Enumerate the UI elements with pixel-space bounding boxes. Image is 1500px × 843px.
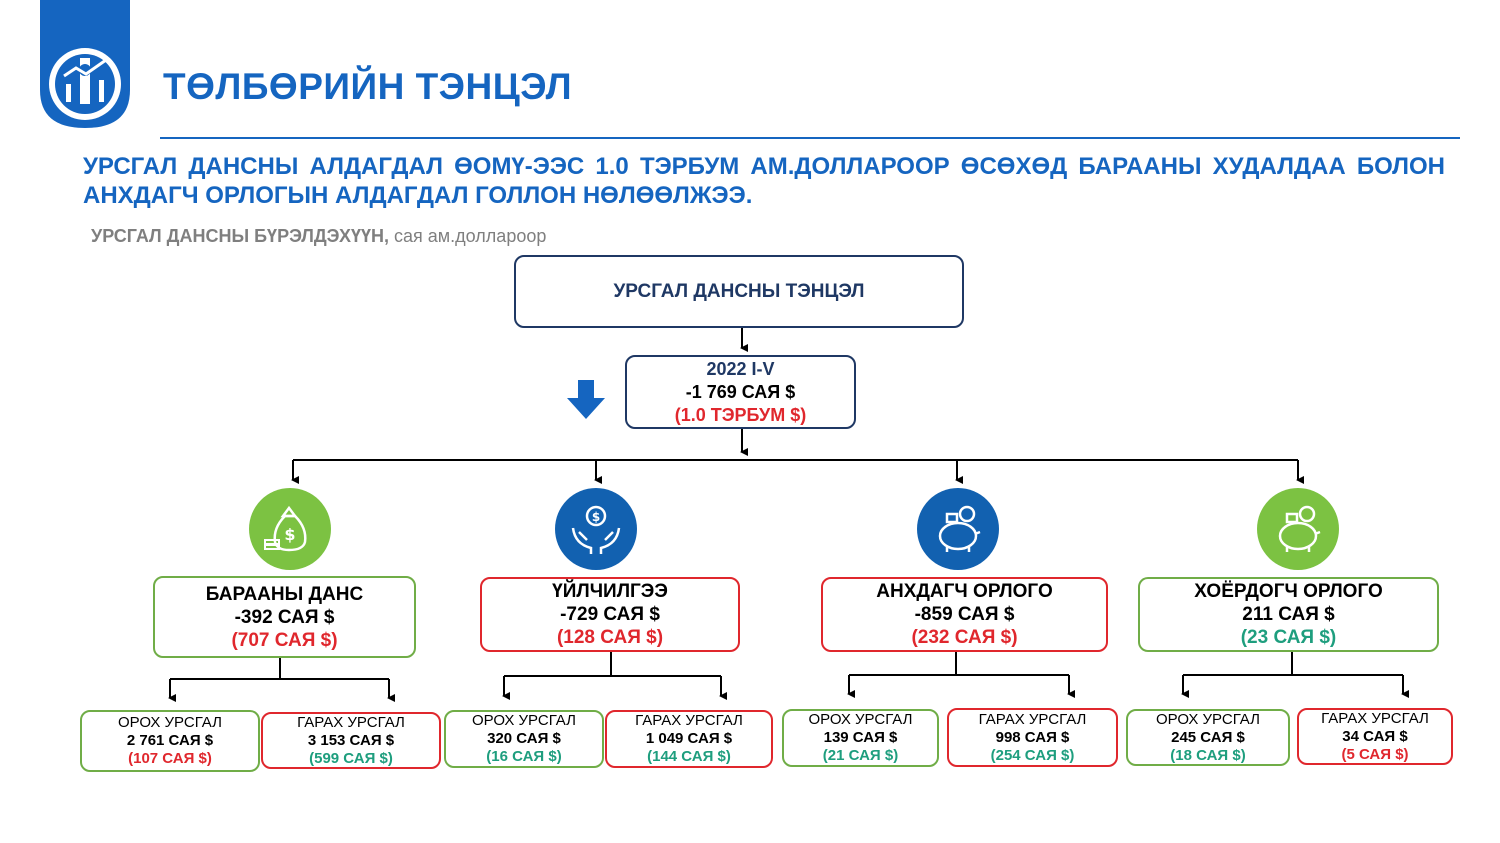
- root-label: УРСГАЛ ДАНСНЫ ТЭНЦЭЛ: [613, 280, 865, 302]
- flow-change: (599 САЯ $): [309, 749, 393, 767]
- total-period: 2022 I-V: [706, 358, 775, 379]
- flow-change: (254 САЯ $): [990, 746, 1075, 764]
- services-outflow-box: ГАРАХ УРСГАЛ 1 049 САЯ $ (144 САЯ $): [605, 710, 773, 768]
- category-primary-income-box: АНХДАГЧ ОРЛОГО -859 САЯ $ (232 САЯ $): [821, 577, 1108, 652]
- flow-change: (107 САЯ $): [128, 750, 212, 767]
- flow-change: (5 САЯ $): [1341, 745, 1409, 763]
- category-name: БАРААНЫ ДАНС: [205, 583, 364, 605]
- down-arrow-icon: [565, 380, 607, 425]
- category-services-box: ҮЙЛЧИЛГЭЭ -729 САЯ $ (128 САЯ $): [480, 577, 740, 652]
- flow-label: ГАРАХ УРСГАЛ: [978, 710, 1087, 728]
- category-goods-box: БАРААНЫ ДАНС -392 САЯ $ (707 САЯ $): [153, 576, 416, 658]
- flow-label: ОРОХ УРСГАЛ: [117, 714, 222, 731]
- flow-value: 1 049 САЯ $: [645, 730, 733, 747]
- svg-text:$: $: [592, 510, 600, 524]
- flow-label: ОРОХ УРСГАЛ: [1155, 710, 1260, 728]
- flow-label: ГАРАХ УРСГАЛ: [297, 713, 405, 731]
- category-change: (707 САЯ $): [231, 629, 338, 651]
- title-divider: [160, 137, 1460, 139]
- goods-inflow-box: ОРОХ УРСГАЛ 2 761 САЯ $ (107 САЯ $): [80, 710, 260, 772]
- diagram-subtitle: УРСГАЛ ДАНСНЫ БҮРЭЛДЭХҮҮН, сая ам.доллар…: [91, 226, 546, 247]
- flow-label: ГАРАХ УРСГАЛ: [1321, 709, 1429, 727]
- secondary-income-inflow-box: ОРОХ УРСГАЛ 245 САЯ $ (18 САЯ $): [1126, 709, 1290, 766]
- flow-change: (21 САЯ $): [822, 747, 899, 764]
- flow-value: 2 761 САЯ $: [126, 732, 214, 749]
- svg-text:$: $: [284, 525, 295, 544]
- piggy-bank-icon: [917, 488, 999, 570]
- flow-label: ОРОХ УРСГАЛ: [471, 712, 576, 729]
- piggy-bank-icon: [1257, 488, 1339, 570]
- category-change: (232 САЯ $): [911, 627, 1018, 648]
- soyombo-logo: [40, 0, 130, 128]
- flow-value: 3 153 САЯ $: [307, 731, 395, 749]
- headline: УРСГАЛ ДАНСНЫ АЛДАГДАЛ ӨОМҮ-ЭЭС 1.0 ТЭРБ…: [83, 153, 1445, 209]
- subtitle-bold: УРСГАЛ ДАНСНЫ БҮРЭЛДЭХҮҮН,: [91, 226, 390, 246]
- flow-label: ГАРАХ УРСГАЛ: [635, 712, 743, 729]
- services-inflow-box: ОРОХ УРСГАЛ 320 САЯ $ (16 САЯ $): [444, 710, 604, 768]
- category-change: (128 САЯ $): [556, 627, 664, 648]
- current-account-balance-box: УРСГАЛ ДАНСНЫ ТЭНЦЭЛ: [514, 255, 964, 328]
- category-value: 211 САЯ $: [1242, 604, 1335, 625]
- hands-coin-icon: $: [555, 488, 637, 570]
- subtitle-unit: сая ам.доллароор: [389, 226, 547, 246]
- category-value: -392 САЯ $: [234, 606, 335, 628]
- flow-change: (18 САЯ $): [1170, 746, 1246, 764]
- flow-change: (16 САЯ $): [486, 748, 562, 765]
- primary-income-outflow-box: ГАРАХ УРСГАЛ 998 САЯ $ (254 САЯ $): [947, 708, 1118, 767]
- total-change: (1.0 ТЭРБУМ $): [674, 404, 807, 425]
- flow-value: 245 САЯ $: [1171, 728, 1245, 746]
- flow-change: (144 САЯ $): [647, 748, 731, 765]
- secondary-income-outflow-box: ГАРАХ УРСГАЛ 34 САЯ $ (5 САЯ $): [1297, 708, 1453, 765]
- flow-value: 998 САЯ $: [995, 728, 1070, 746]
- flow-value: 320 САЯ $: [487, 730, 561, 747]
- category-name: ҮЙЛЧИЛГЭЭ: [552, 581, 668, 602]
- page-title: ТӨЛБӨРИЙН ТЭНЦЭЛ: [163, 66, 573, 107]
- money-bag-icon: $: [249, 488, 331, 570]
- goods-outflow-box: ГАРАХ УРСГАЛ 3 153 САЯ $ (599 САЯ $): [261, 712, 441, 769]
- category-value: -729 САЯ $: [560, 604, 660, 625]
- category-change: (23 САЯ $): [1240, 627, 1337, 648]
- category-value: -859 САЯ $: [914, 604, 1015, 625]
- flow-label: ОРОХ УРСГАЛ: [808, 711, 913, 728]
- category-name: ХОЁРДОГЧ ОРЛОГО: [1194, 581, 1383, 602]
- flow-value: 139 САЯ $: [823, 729, 898, 746]
- flow-value: 34 САЯ $: [1342, 727, 1408, 745]
- primary-income-inflow-box: ОРОХ УРСГАЛ 139 САЯ $ (21 САЯ $): [782, 709, 939, 767]
- category-secondary-income-box: ХОЁРДОГЧ ОРЛОГО 211 САЯ $ (23 САЯ $): [1138, 577, 1439, 652]
- total-box: 2022 I-V -1 769 САЯ $ (1.0 ТЭРБУМ $): [625, 355, 856, 429]
- total-value: -1 769 САЯ $: [685, 381, 796, 402]
- category-name: АНХДАГЧ ОРЛОГО: [876, 581, 1053, 602]
